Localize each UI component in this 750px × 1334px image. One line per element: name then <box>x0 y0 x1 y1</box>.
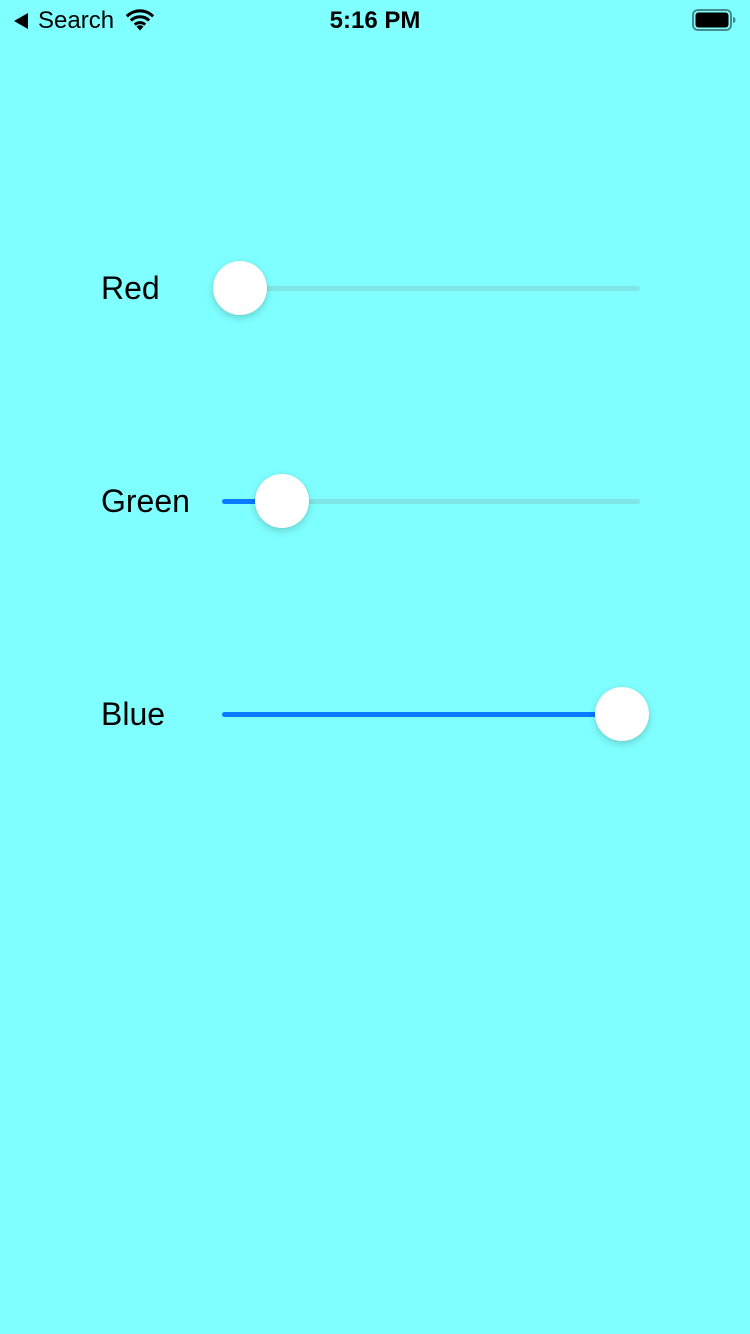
slider-fill <box>222 499 283 504</box>
red-slider[interactable] <box>213 258 640 318</box>
slider-track <box>222 286 640 291</box>
green-slider[interactable] <box>222 471 640 531</box>
slider-fill <box>222 712 622 717</box>
red-slider-row: Red <box>0 258 750 318</box>
back-label: Search <box>38 7 115 34</box>
back-arrow-icon <box>14 13 28 29</box>
wifi-icon <box>125 9 155 31</box>
blue-slider[interactable] <box>222 684 649 744</box>
battery-icon <box>692 9 736 31</box>
blue-slider-label: Blue <box>101 696 166 732</box>
green-slider-label: Green <box>101 483 190 519</box>
slider-track <box>222 499 640 504</box>
red-slider-label: Red <box>101 270 160 306</box>
status-bar: Search 5:16 PM <box>0 0 750 40</box>
slider-thumb[interactable] <box>255 474 310 528</box>
blue-slider-row: Blue <box>0 684 750 744</box>
green-slider-row: Green <box>0 471 750 531</box>
status-time: 5:16 PM <box>329 7 421 34</box>
slider-thumb[interactable] <box>213 261 267 315</box>
slider-thumb[interactable] <box>595 687 649 741</box>
back-to-search[interactable]: Search <box>14 6 156 36</box>
